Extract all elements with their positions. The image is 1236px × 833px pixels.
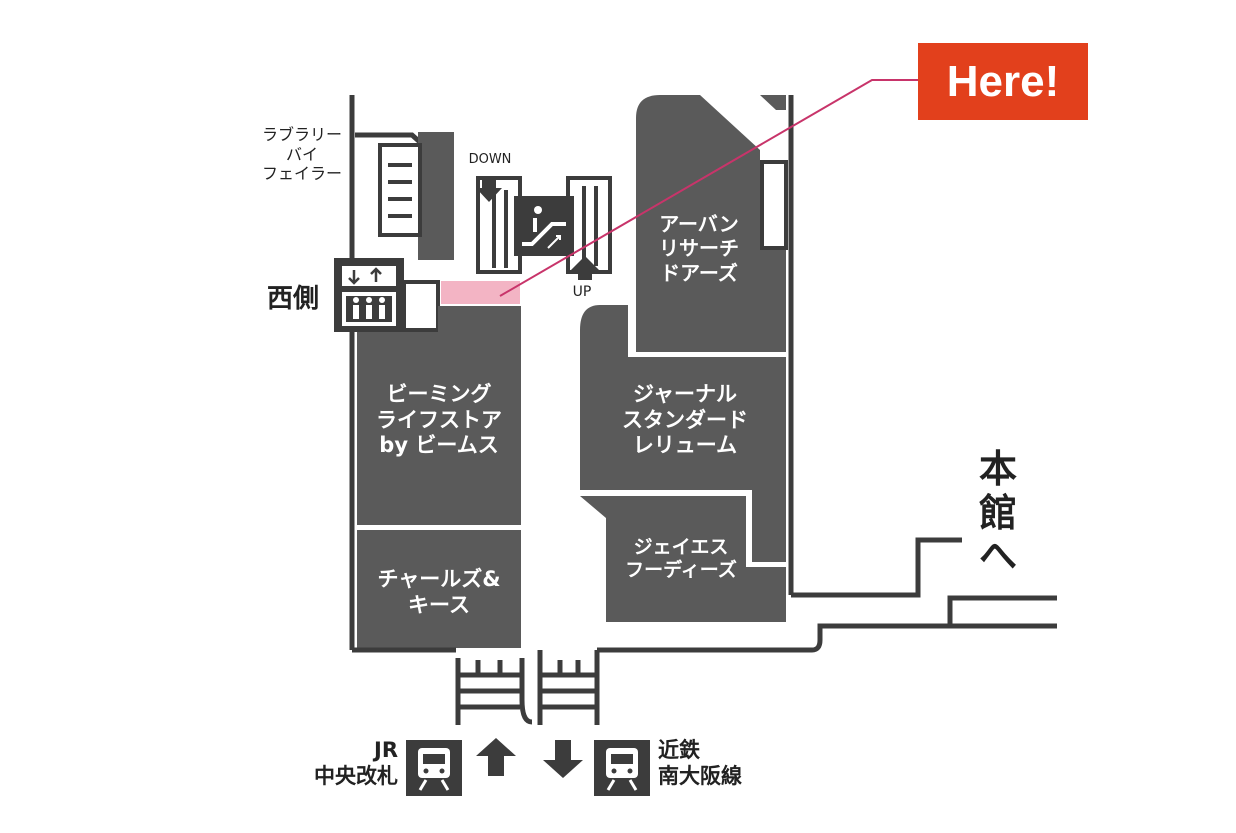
label-up: UP [572,284,592,300]
js-shop [580,496,786,622]
label-kintetsu[interactable]: 近鉄 南大阪線 [658,738,742,788]
here-badge: Here! [918,43,1088,120]
stairs [455,650,600,725]
shop-label-journal[interactable]: ジャーナル スタンダード レリューム [622,382,748,458]
shop-label-charles[interactable]: チャールズ& キース [377,567,501,617]
corridor-wall [352,623,1057,653]
shop-label-urban[interactable]: アーバン リサーチ ドアーズ [659,212,739,285]
current-position-marker [441,281,520,304]
urban-window [760,160,788,250]
shop-label-js[interactable]: ジェイエス フーディーズ [625,536,737,582]
arrow-up-icon [571,256,599,280]
arrow-up-icon [476,738,516,776]
charles-shop [357,530,521,648]
label-honkan[interactable]: 本 館 へ [978,447,1017,579]
journal-shop [580,305,786,562]
urban-shop [636,95,786,352]
escalator-up [566,176,612,274]
train-icon [594,740,650,796]
shop-label-lbyf[interactable]: ラブラリー バイ フェイラー [261,125,342,184]
urban-shop-ext [760,95,786,110]
shop-label-beaming[interactable]: ビーミング ライフストア by ビームス [376,382,502,458]
escalator-icon [514,196,574,256]
corridor-wall-3 [820,595,1057,629]
lbyf-block [418,132,454,260]
label-down: DOWN [468,152,512,167]
corridor-wall-2 [791,537,962,598]
label-west: 西側 [266,284,319,314]
arrow-down-icon [476,178,502,202]
label-jr[interactable]: JR 中央改札 [314,738,398,788]
arrow-down-icon [543,740,583,778]
beaming-shop [357,306,521,525]
train-icon [406,740,462,796]
elevator-icon [334,258,440,332]
here-pointer-line [499,79,918,297]
lbyf-stair-box [378,143,422,237]
lbyf-stair-lines [388,163,412,218]
